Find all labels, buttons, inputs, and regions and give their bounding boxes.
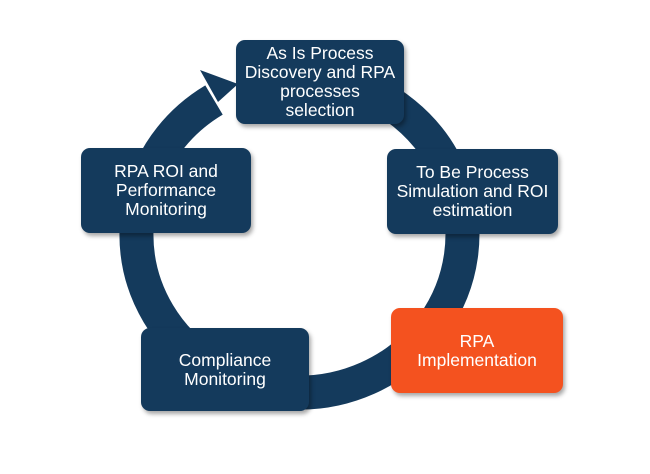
stage-label: RPA Implementation	[417, 330, 537, 370]
stage-label: As Is Process Discovery and RPA processe…	[244, 43, 396, 120]
stage-rpa-implementation: RPA Implementation	[391, 308, 563, 393]
stage-roi-performance-monitoring: RPA ROI and Performance Monitoring	[81, 148, 251, 233]
stage-label: RPA ROI and Performance Monitoring	[114, 161, 218, 219]
stage-compliance-monitoring: Compliance Monitoring	[141, 328, 309, 411]
stage-label: To Be Process Simulation and ROI estimat…	[396, 162, 549, 220]
stage-to-be-process-simulation: To Be Process Simulation and ROI estimat…	[387, 149, 558, 234]
cycle-arrowhead	[200, 70, 238, 102]
stage-as-is-process-discovery: As Is Process Discovery and RPA processe…	[236, 40, 404, 124]
stage-label: Compliance Monitoring	[178, 349, 272, 389]
